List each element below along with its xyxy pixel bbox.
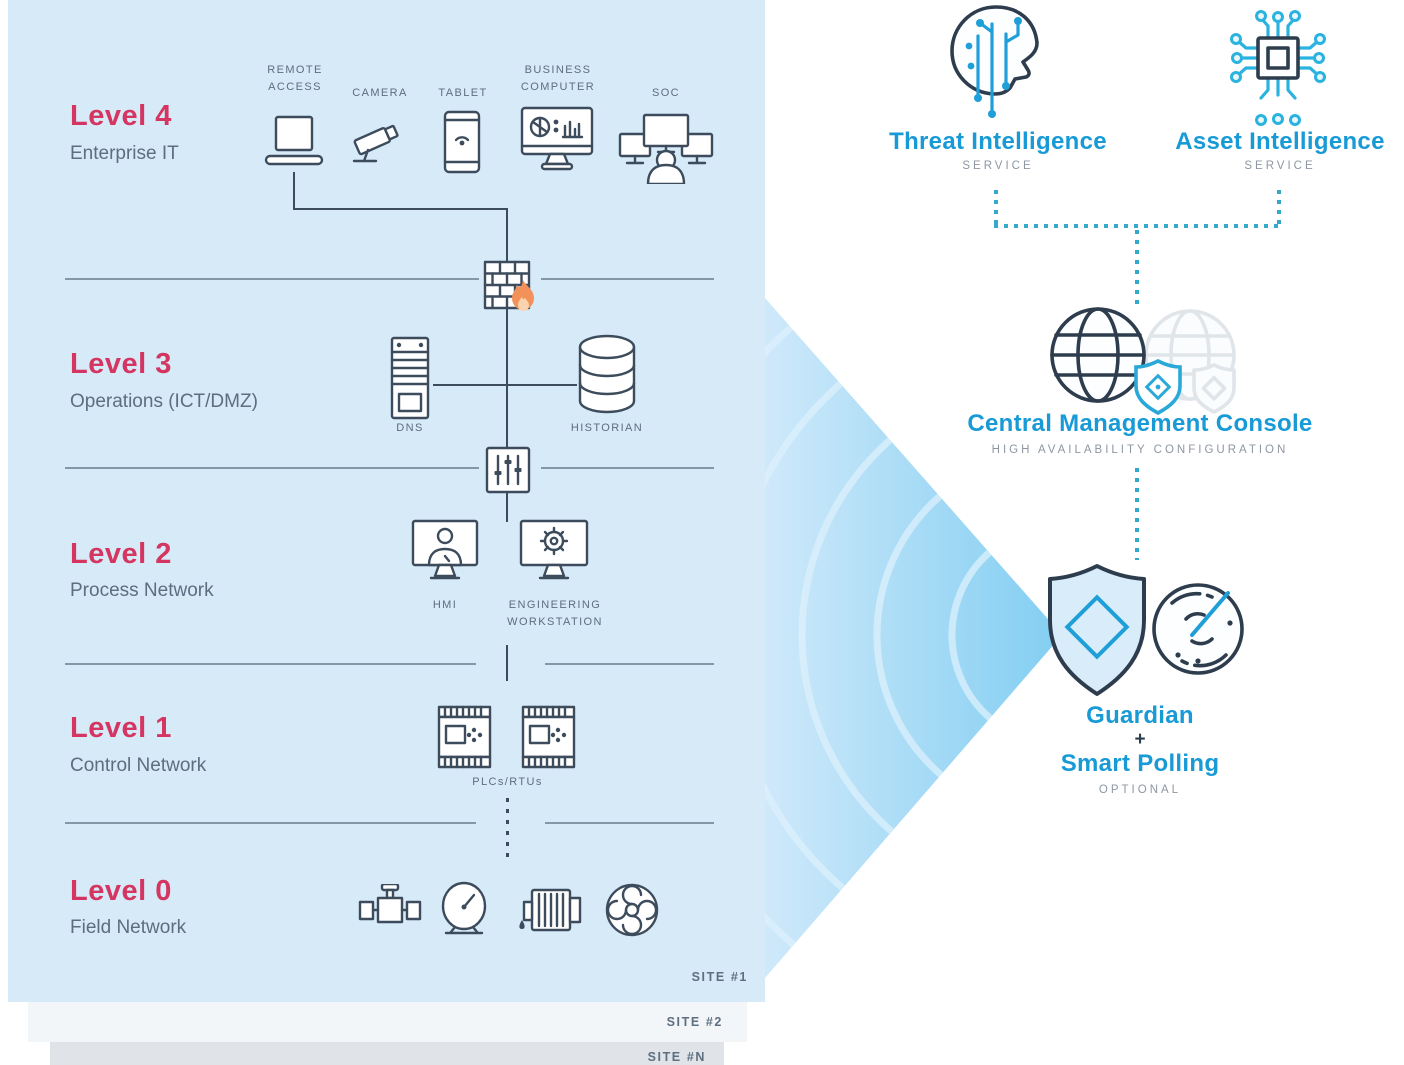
sep-l3-l2-left <box>65 467 479 469</box>
site-n-label: SITE #N <box>647 1050 706 1064</box>
level0-title: Level 0 <box>70 875 172 907</box>
soc-icon <box>618 113 714 184</box>
motor-icon <box>519 888 582 932</box>
threat-intelligence-subtitle: SERVICE <box>962 160 1034 172</box>
smart-polling-radar-icon <box>1152 583 1244 675</box>
signal-arrow <box>765 298 1062 978</box>
line-firewall-to-l3 <box>506 308 508 448</box>
globe-icon <box>1050 307 1146 403</box>
sep-l2-l1-right <box>545 663 714 665</box>
plcs-rtus-label: PLCs/RTUs <box>472 776 543 788</box>
hmi-label: HMI <box>432 599 458 611</box>
soc-label: SOC <box>651 87 681 99</box>
historian-database-icon <box>578 334 636 414</box>
site-1-label: SITE #1 <box>691 970 748 984</box>
sep-l1-l0-right <box>545 822 714 824</box>
engineering-workstation-label: ENGINEERING WORKSTATION <box>507 599 603 628</box>
sep-l4-l3-left <box>65 278 479 280</box>
guardian-smart-polling-icon <box>1048 564 1244 696</box>
ha-shield-icon <box>1134 358 1182 416</box>
guardian-title: Guardian <box>1086 702 1194 729</box>
cctv-camera-icon <box>352 124 399 163</box>
level1-subtitle: Control Network <box>70 755 207 776</box>
asset-intelligence-subtitle: SERVICE <box>1244 160 1316 172</box>
gauge-icon <box>441 881 487 935</box>
line-to-firewall <box>506 208 508 263</box>
engineering-workstation-icon <box>519 519 589 580</box>
threat-intelligence-title: Threat Intelligence <box>889 128 1107 155</box>
site-n-panel: SITE #N <box>50 1042 724 1065</box>
remote-access-label: REMOTE ACCESS <box>267 64 323 93</box>
level2-subtitle: Process Network <box>70 580 214 601</box>
business-computer-icon <box>520 106 594 171</box>
dotted-asset-down <box>1277 190 1281 225</box>
cmc-subtitle: HIGH AVAILABILITY CONFIGURATION <box>991 444 1289 456</box>
historian-label: HISTORIAN <box>570 422 644 434</box>
hmi-icon <box>411 519 479 580</box>
firewall-icon <box>483 260 534 311</box>
laptop-icon <box>264 115 324 166</box>
business-computer-label: BUSINESS COMPUTER <box>520 64 596 93</box>
central-management-console-icon <box>1050 307 1236 416</box>
dotted-junction-horizontal <box>994 224 1281 228</box>
level2-title: Level 2 <box>70 538 172 570</box>
smart-polling-title: Smart Polling <box>1060 750 1220 777</box>
guardian-plus: + <box>1134 729 1146 750</box>
plc-icon-2 <box>521 705 576 769</box>
site-2-label: SITE #2 <box>666 1015 723 1029</box>
camera-label: CAMERA <box>352 87 408 99</box>
sep-l2-l1-left <box>65 663 476 665</box>
plc-icon-1 <box>437 705 492 769</box>
dotted-cmc-to-guardian <box>1135 468 1139 560</box>
cmc-title: Central Management Console <box>967 410 1313 437</box>
asset-intelligence-title: Asset Intelligence <box>1175 128 1385 155</box>
dns-server-icon <box>390 336 430 420</box>
valve-icon <box>358 884 422 924</box>
line-switch-down <box>506 492 508 522</box>
sep-l1-l0-left <box>65 822 476 824</box>
guardian-shield-icon <box>1048 564 1146 696</box>
sep-l3-l2-right <box>541 467 714 469</box>
asset-intelligence-icon <box>1230 10 1326 126</box>
fan-icon <box>605 883 659 937</box>
dotted-to-cmc <box>1135 230 1139 306</box>
site-2-panel: SITE #2 <box>28 1002 747 1042</box>
dns-label: DNS <box>396 422 424 434</box>
level1-title: Level 1 <box>70 712 172 744</box>
dotted-line-l1-l0 <box>506 798 509 858</box>
sep-l4-l3-right <box>541 278 714 280</box>
level4-subtitle: Enterprise IT <box>70 143 179 164</box>
line-laptop-down <box>293 172 295 209</box>
line-l2-l1 <box>506 645 508 681</box>
switch-icon <box>485 446 531 494</box>
level4-title: Level 4 <box>70 100 172 132</box>
dotted-threat-down <box>994 190 998 225</box>
tablet-icon <box>443 110 481 174</box>
threat-intelligence-icon <box>950 5 1039 118</box>
level0-subtitle: Field Network <box>70 917 187 938</box>
line-dns-historian <box>433 384 577 386</box>
line-elbow-horizontal <box>293 208 508 210</box>
tablet-label: TABLET <box>438 87 488 99</box>
level3-title: Level 3 <box>70 348 172 380</box>
site-1-panel <box>8 0 765 1002</box>
level3-subtitle: Operations (ICT/DMZ) <box>70 391 258 412</box>
guardian-optional-subtitle: OPTIONAL <box>1098 784 1182 796</box>
